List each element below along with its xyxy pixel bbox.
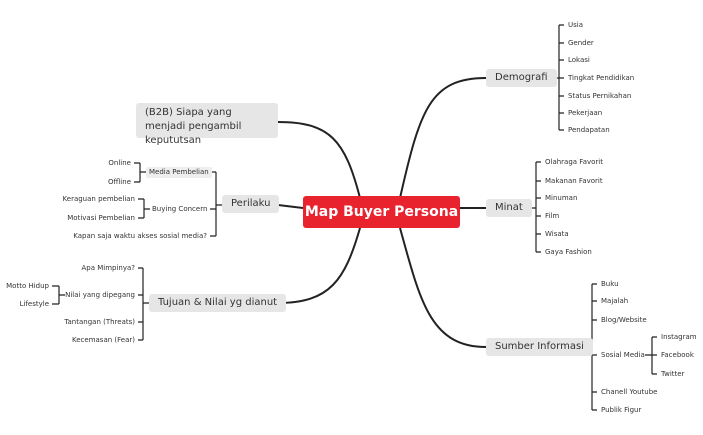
demografi-item[interactable]: Pekerjaan: [568, 109, 603, 117]
minat-item[interactable]: Film: [545, 212, 560, 220]
demografi-item[interactable]: Tingkat Pendidikan: [568, 74, 635, 82]
minat-item[interactable]: Makanan Favorit: [545, 177, 603, 185]
node-tujuan-nilai[interactable]: Tujuan & Nilai yg dianut: [149, 294, 287, 312]
media-pembelian-item[interactable]: Offline: [108, 178, 131, 186]
sumber-item-sosial-media[interactable]: Sosial Media: [601, 351, 645, 359]
nilai-item[interactable]: Lifestyle: [19, 300, 49, 308]
sumber-item[interactable]: Publik Figur: [601, 406, 642, 414]
node-perilaku[interactable]: Perilaku: [222, 195, 280, 213]
nilai-item[interactable]: Motto Hidup: [6, 282, 49, 290]
perilaku-buying-concern[interactable]: Buying Concern: [152, 205, 208, 213]
perilaku-media-pembelian[interactable]: Media Pembelian: [146, 167, 212, 178]
tujuan-item-nilai[interactable]: Nilai yang dipegang: [65, 291, 135, 299]
sumber-item[interactable]: Majalah: [601, 297, 629, 305]
node-demografi[interactable]: Demografi: [486, 69, 557, 87]
sosial-media-item[interactable]: Facebook: [661, 351, 694, 359]
minat-item[interactable]: Olahraga Favorit: [545, 158, 603, 166]
demografi-item[interactable]: Lokasi: [568, 56, 590, 64]
sumber-item[interactable]: Buku: [601, 280, 619, 288]
perilaku-kapan-akses[interactable]: Kapan saja waktu akses sosial media?: [73, 232, 207, 240]
media-pembelian-item[interactable]: Online: [108, 159, 131, 167]
sumber-item[interactable]: Chanell Youtube: [601, 388, 658, 396]
sosial-media-item[interactable]: Instagram: [661, 333, 697, 341]
demografi-item[interactable]: Usia: [568, 21, 584, 29]
sosial-media-item[interactable]: Twitter: [661, 370, 685, 378]
minat-item[interactable]: Minuman: [545, 194, 578, 202]
node-sumber-informasi[interactable]: Sumber Informasi: [486, 338, 593, 356]
central-node[interactable]: Map Buyer Persona: [303, 196, 460, 228]
minat-item[interactable]: Wisata: [545, 230, 569, 238]
buying-concern-item[interactable]: Motivasi Pembelian: [67, 214, 135, 222]
demografi-item[interactable]: Gender: [568, 39, 594, 47]
tujuan-item[interactable]: Tantangan (Threats): [64, 318, 135, 326]
node-b2b-decision-maker[interactable]: (B2B) Siapa yang menjadi pengambil keput…: [136, 103, 278, 146]
demografi-item[interactable]: Status Pernikahan: [568, 92, 632, 100]
tujuan-item[interactable]: Apa Mimpinya?: [81, 264, 135, 272]
sumber-item[interactable]: Blog/Website: [601, 316, 647, 324]
node-minat[interactable]: Minat: [486, 199, 532, 217]
tujuan-item[interactable]: Kecemasan (Fear): [72, 336, 135, 344]
demografi-item[interactable]: Pendapatan: [568, 126, 610, 134]
minat-item[interactable]: Gaya Fashion: [545, 248, 592, 256]
buying-concern-item[interactable]: Keraguan pembelian: [62, 195, 135, 203]
